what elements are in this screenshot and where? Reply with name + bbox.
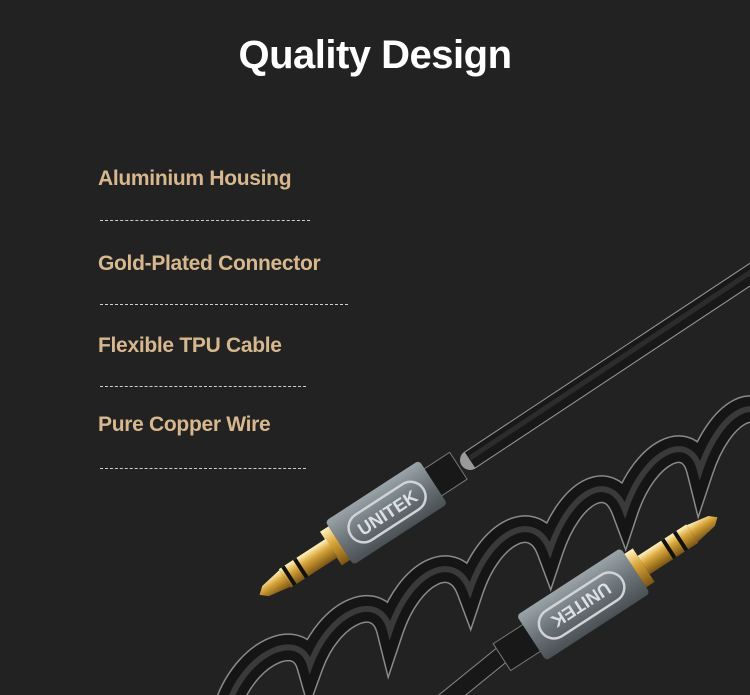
divider xyxy=(100,468,306,469)
feature-aluminium-housing: Aluminium Housing xyxy=(98,167,292,190)
page-title: Quality Design xyxy=(238,33,512,77)
feature-flexible-tpu-cable: Flexible TPU Cable xyxy=(98,334,282,357)
divider xyxy=(100,220,310,221)
left-jack-connector: UNITEK xyxy=(259,451,468,597)
feature-gold-plated-connector: Gold-Plated Connector xyxy=(98,252,321,275)
divider xyxy=(100,304,348,305)
divider xyxy=(100,386,306,387)
feature-pure-copper-wire: Pure Copper Wire xyxy=(98,413,271,436)
coiled-cable xyxy=(217,395,750,695)
right-jack-connector: UNITEK xyxy=(492,515,718,672)
